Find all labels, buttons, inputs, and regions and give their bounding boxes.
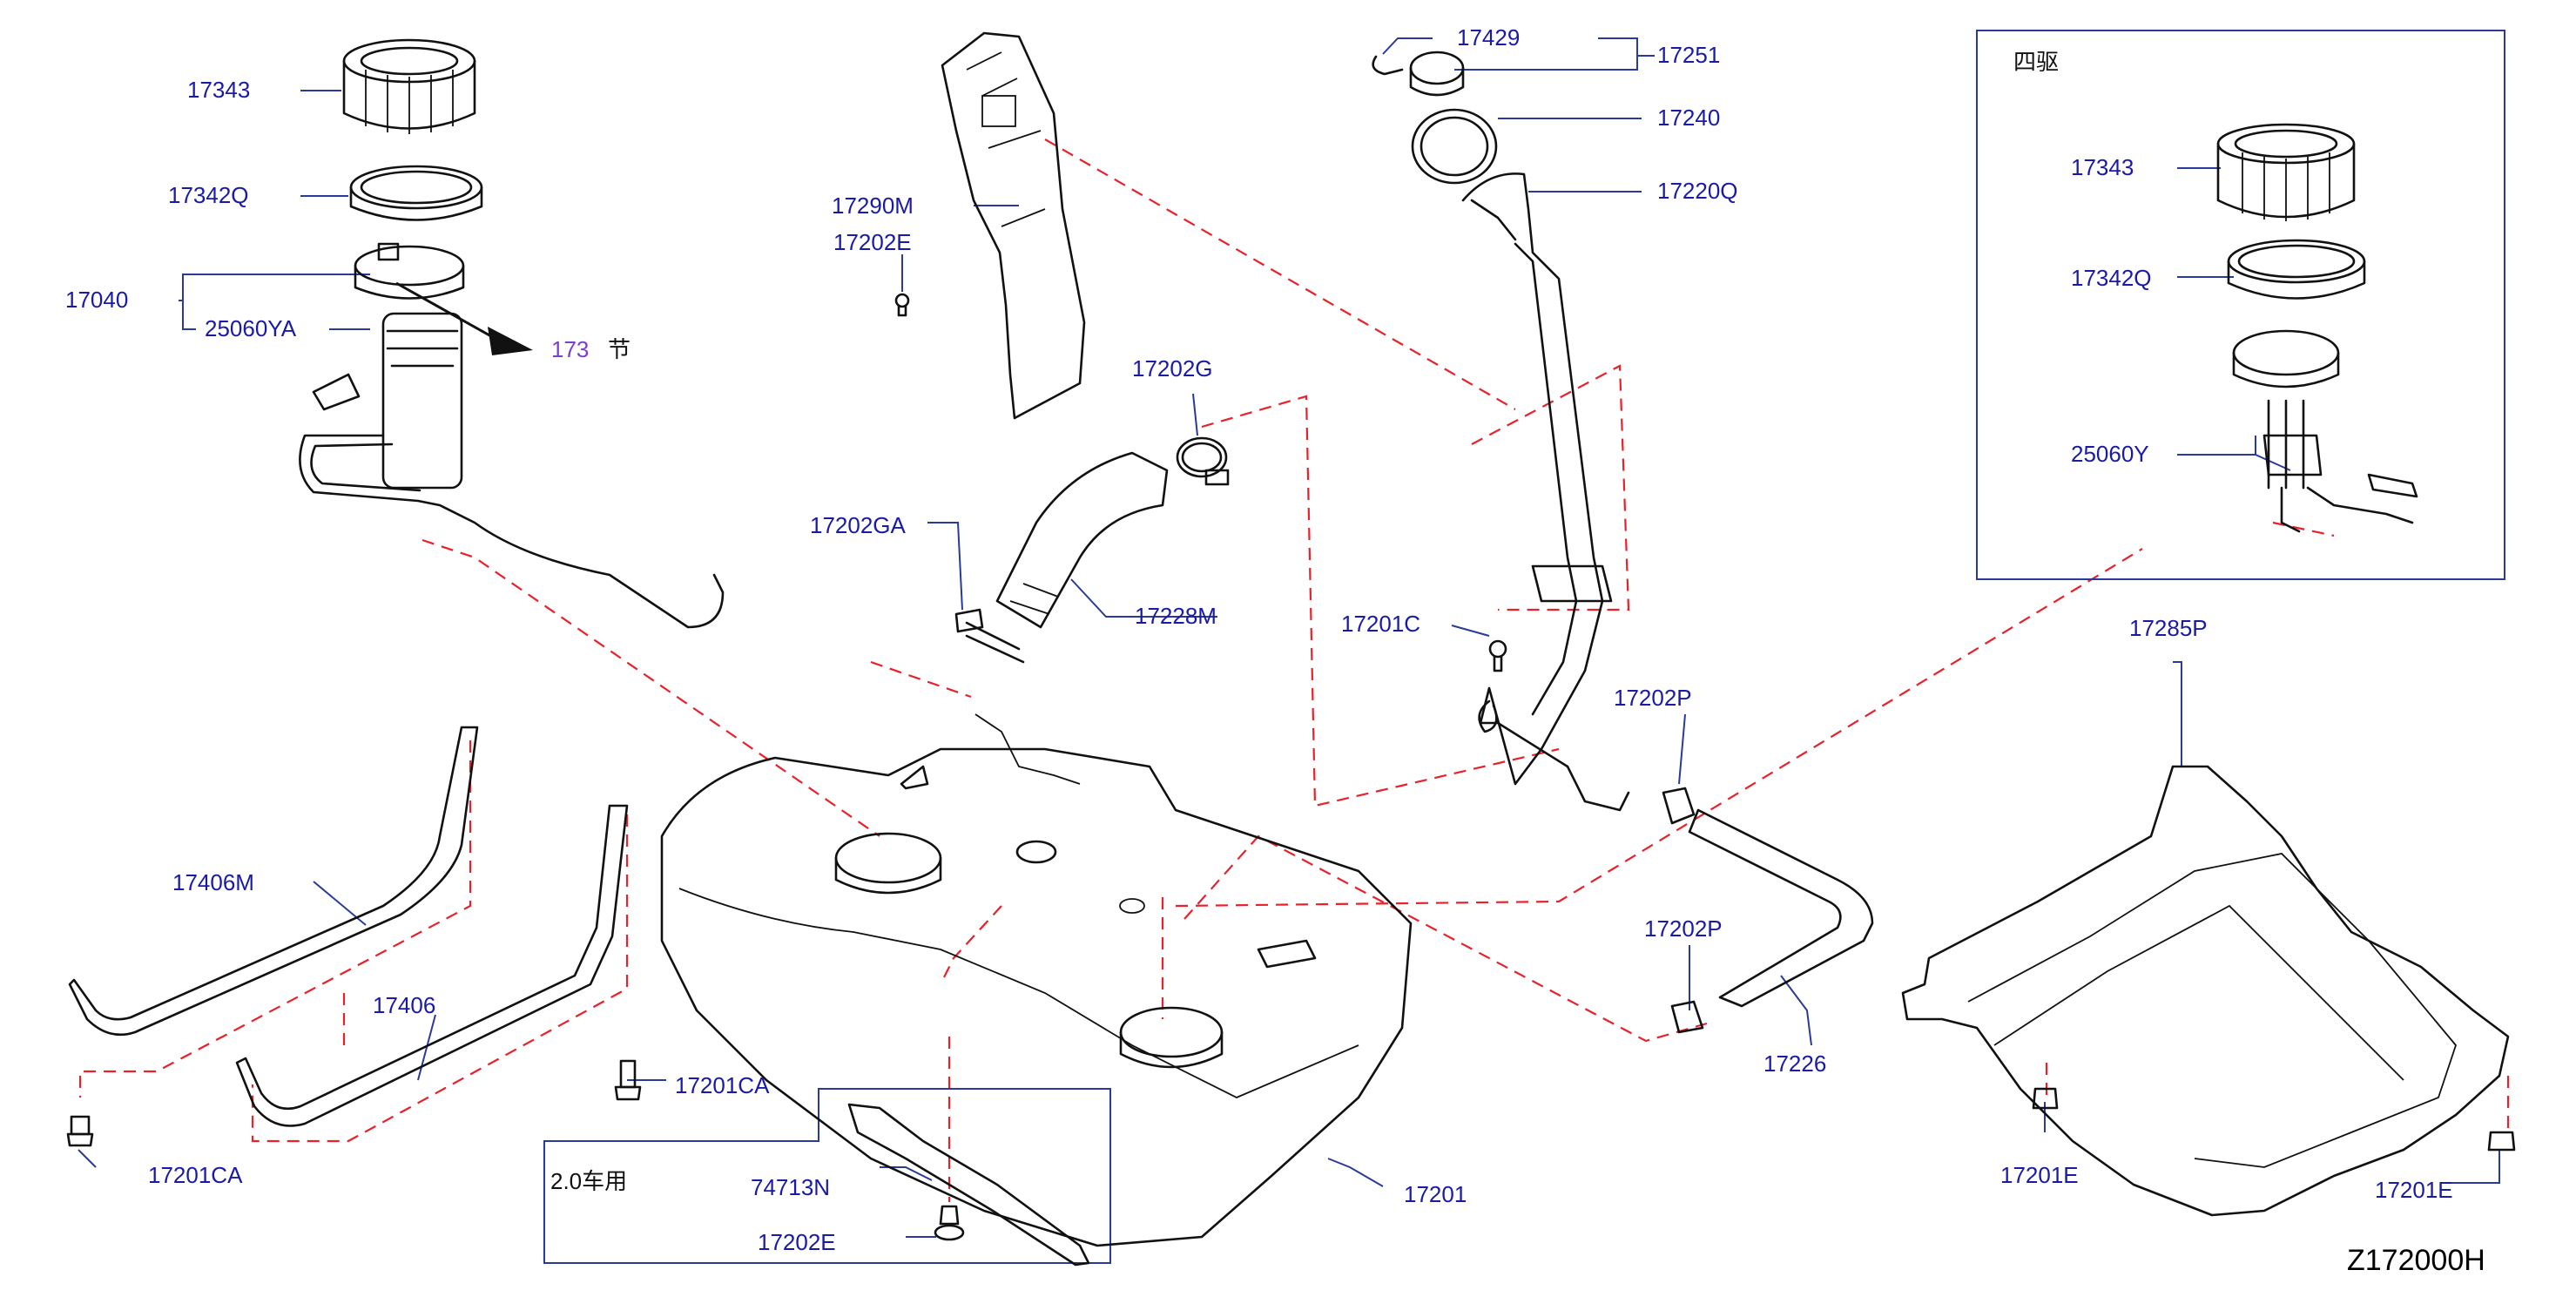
gasket-part — [349, 165, 483, 221]
label-17342q: 17342Q — [168, 182, 249, 208]
label-17202e-top: 17202E — [833, 229, 912, 255]
label-17285p: 17285P — [2129, 615, 2208, 641]
filler-gasket-part — [1411, 108, 1498, 185]
clip-17201c — [1488, 639, 1507, 672]
label-17226: 17226 — [1763, 1050, 1826, 1077]
label-17429: 17429 — [1457, 24, 1520, 51]
clip-17201e-right — [2487, 1131, 2516, 1152]
label-74713n: 74713N — [751, 1174, 830, 1200]
awd-label-25060y: 25060Y — [2071, 441, 2149, 467]
awd-inset-box — [1976, 30, 2505, 580]
hose-clamp-part — [1176, 436, 1230, 486]
awd-label-17342q: 17342Q — [2071, 265, 2152, 291]
label-17251: 17251 — [1657, 42, 1720, 68]
diagram-code: Z172000H — [2347, 1244, 2485, 1277]
fuel-tank-part — [660, 713, 1413, 1247]
label-25060ya: 25060YA — [205, 315, 297, 341]
vent-hose-part — [1688, 808, 1874, 1008]
clip-17202e-top — [894, 293, 910, 317]
lock-ring-part — [342, 38, 476, 134]
label-17202p-bottom: 17202P — [1644, 915, 1723, 942]
label-17202ga: 17202GA — [810, 512, 907, 538]
filler-hose-part — [995, 451, 1169, 629]
awd-label-17343: 17343 — [2071, 154, 2134, 180]
reference-arrow — [395, 281, 533, 355]
clamp-17202ga — [954, 608, 1025, 664]
reference-section-number: 173 — [551, 336, 589, 362]
clamp-17202p — [1662, 787, 1704, 1034]
label-17201ca-left: 17201CA — [148, 1162, 243, 1188]
tank-strap-17406 — [235, 804, 629, 1127]
label-17406m: 17406M — [172, 869, 254, 895]
fuel-pump-assembly — [299, 242, 725, 629]
label-17202p-top: 17202P — [1614, 685, 1692, 711]
label-17201: 17201 — [1404, 1181, 1467, 1207]
leader-lines — [78, 37, 2500, 1238]
label-17220q: 17220Q — [1657, 178, 1738, 204]
tank-strap-17406m — [68, 726, 479, 1037]
heat-shield-74713n — [847, 1103, 1090, 1267]
underbody-shield-17285p — [1901, 765, 2510, 1217]
part-number-labels: 17343 17342Q 17040 25060YA 17290M 17202E… — [65, 24, 2453, 1255]
assembly-dashed-lines — [78, 138, 2510, 1202]
clip-17201e-left — [2032, 1087, 2059, 1110]
bolt-17201ca-mid — [614, 1059, 642, 1101]
label-17201ca-mid: 17201CA — [675, 1072, 770, 1098]
label-17040: 17040 — [65, 287, 128, 313]
label-17201c: 17201C — [1341, 611, 1420, 637]
label-17202g: 17202G — [1132, 355, 1213, 382]
clip-17202e-bottom — [934, 1205, 965, 1241]
bolt-17201ca-left — [66, 1115, 94, 1147]
label-17201e-left: 17201E — [2000, 1162, 2079, 1188]
reference-section-suffix: 节 — [608, 336, 631, 362]
awd-lock-ring-part — [2216, 123, 2356, 221]
filler-bracket-part — [941, 31, 1086, 420]
label-17202e-bottom: 17202E — [758, 1229, 836, 1255]
fuel-cap-part — [1372, 51, 1465, 97]
label-17343: 17343 — [187, 77, 250, 103]
label-17290m: 17290M — [832, 193, 914, 219]
engine-variant-inset-title: 2.0车用 — [550, 1168, 627, 1194]
label-17201e-right: 17201E — [2375, 1177, 2453, 1203]
label-17406: 17406 — [373, 992, 435, 1018]
awd-sender-unit-part — [2232, 329, 2418, 533]
awd-inset-title: 四驱 — [2013, 49, 2059, 75]
label-17228m: 17228M — [1135, 603, 1217, 629]
label-17240: 17240 — [1657, 105, 1720, 131]
awd-gasket-part — [2227, 239, 2366, 300]
filler-tube-part — [1461, 172, 1630, 812]
engine-variant-inset-box — [543, 1088, 1111, 1264]
